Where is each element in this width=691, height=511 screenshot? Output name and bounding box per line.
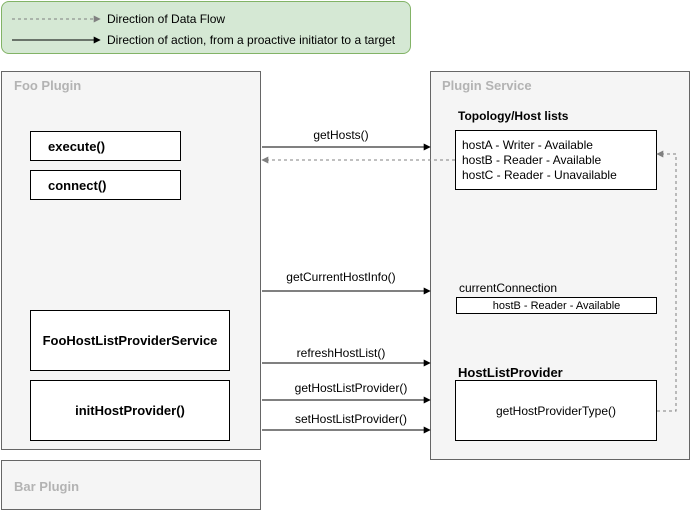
connect-method-label: connect() (48, 177, 107, 193)
current-connection-value: hostB - Reader - Available (492, 299, 621, 312)
legend (1, 1, 411, 54)
legend-action-label: Direction of action, from a proactive in… (107, 33, 396, 47)
host-list-provider-box: getHostProviderType() (455, 380, 657, 441)
foo-plugin-title: Foo Plugin (14, 78, 82, 93)
host-list-item-a: hostA - Writer - Available (462, 137, 593, 152)
init-host-provider-box: initHostProvider() (30, 380, 230, 441)
current-connection-title: currentConnection (459, 281, 558, 295)
plugin-service-title: Plugin Service (442, 78, 532, 93)
get-current-host-info-label: getCurrentHostInfo() (286, 270, 396, 284)
refresh-host-list-label: refreshHostList() (296, 346, 386, 360)
current-connection-box: hostB - Reader - Available (456, 297, 657, 314)
get-host-provider-type-label: getHostProviderType() (495, 403, 617, 418)
foo-host-list-provider-service-label: FooHostListProviderService (42, 333, 218, 348)
topology-title: Topology/Host lists (458, 109, 569, 123)
host-list-item-b: hostB - Reader - Available (462, 152, 602, 167)
init-host-provider-label: initHostProvider() (75, 403, 185, 418)
get-host-list-provider-label: getHostListProvider() (294, 381, 408, 395)
host-list-item-c: hostC - Reader - Unavailable (462, 167, 617, 182)
set-host-list-provider-label: setHostListProvider() (294, 412, 408, 426)
legend-data-flow-label: Direction of Data Flow (107, 12, 226, 26)
connect-method-box: connect() (30, 170, 181, 200)
bar-plugin-title: Bar Plugin (14, 479, 80, 494)
execute-method-box: execute() (30, 131, 181, 161)
foo-host-list-provider-service-box: FooHostListProviderService (30, 310, 230, 371)
host-list-provider-title: HostListProvider (458, 365, 563, 380)
execute-method-label: execute() (48, 138, 106, 154)
topology-host-list-box: hostA - Writer - Available hostB - Reade… (455, 130, 657, 190)
host-provider-type-feedback-arrow (656, 150, 677, 412)
get-hosts-label: getHosts() (313, 128, 369, 142)
bar-plugin-panel (1, 460, 261, 510)
